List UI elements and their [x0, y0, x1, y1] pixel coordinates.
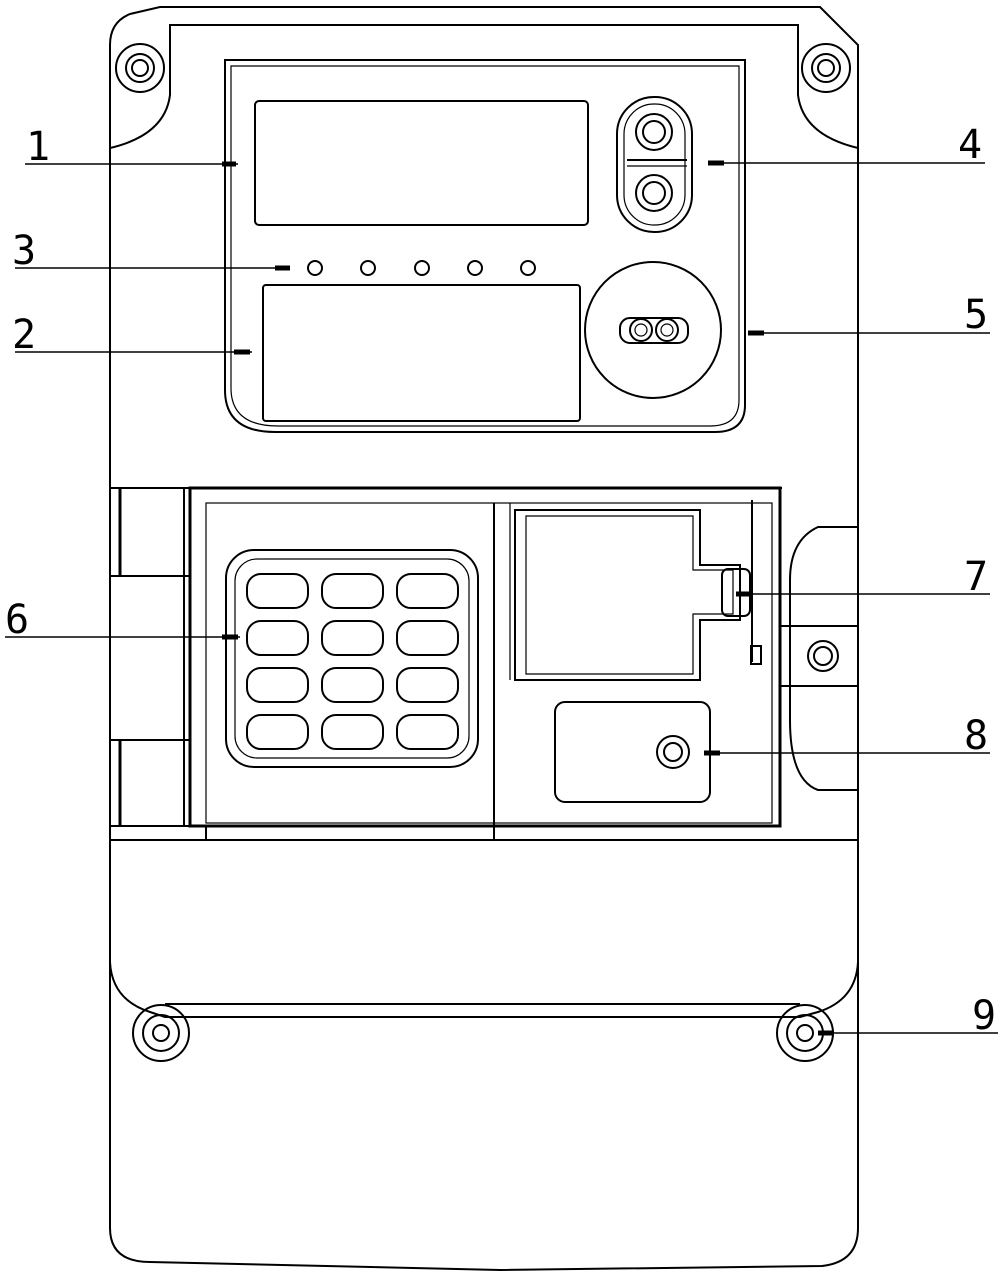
keypad-key [321, 714, 384, 750]
left-hinge [110, 488, 190, 827]
indicator-light [467, 260, 483, 276]
keypad [225, 549, 479, 768]
keypad-key [246, 573, 309, 609]
callout-label-5: 5 [964, 292, 988, 338]
keypad-key [396, 714, 459, 750]
callout-label-2: 2 [12, 312, 36, 358]
keypad-key [246, 620, 309, 656]
screw-top-right [801, 43, 851, 93]
callout-label-6: 6 [5, 597, 29, 643]
keypad-key [321, 573, 384, 609]
keypad-key [396, 573, 459, 609]
compartment-inner [205, 502, 773, 824]
keypad-key [396, 620, 459, 656]
optical-port [584, 261, 722, 399]
double-port-unit [616, 96, 693, 233]
meter-body-outline [109, 6, 859, 1272]
keypad-key [396, 667, 459, 703]
callout-label-7: 7 [964, 554, 988, 600]
right-side-latch [780, 526, 858, 791]
callout-label-4: 4 [958, 122, 982, 168]
callout-labels: 1 2 3 4 5 6 7 8 9 [5, 122, 996, 1039]
indicator-lights [307, 260, 536, 276]
callout-label-8: 8 [964, 713, 988, 759]
indicator-light [520, 260, 536, 276]
screw-top-left [115, 43, 165, 93]
lcd-display-window [254, 100, 589, 226]
keypad-key [246, 714, 309, 750]
reset-button-housing [554, 701, 711, 803]
indicator-light [360, 260, 376, 276]
top-cover-outline [109, 24, 859, 149]
screw-bottom-left [132, 1004, 190, 1062]
callout-label-3: 3 [12, 228, 36, 274]
keypad-key [321, 667, 384, 703]
callout-label-1: 1 [26, 124, 50, 170]
indicator-light [307, 260, 323, 276]
compartment-frame [188, 486, 782, 828]
display-panel-inner [230, 65, 740, 427]
nameplate-window [262, 284, 581, 422]
display-panel-frame [224, 59, 746, 433]
keypad-key [246, 667, 309, 703]
callout-label-9: 9 [972, 993, 996, 1039]
terminal-cover-outline [109, 961, 859, 1018]
keypad-key [321, 620, 384, 656]
card-slot [514, 500, 762, 681]
indicator-light [414, 260, 430, 276]
leader-lines [5, 160, 998, 1036]
